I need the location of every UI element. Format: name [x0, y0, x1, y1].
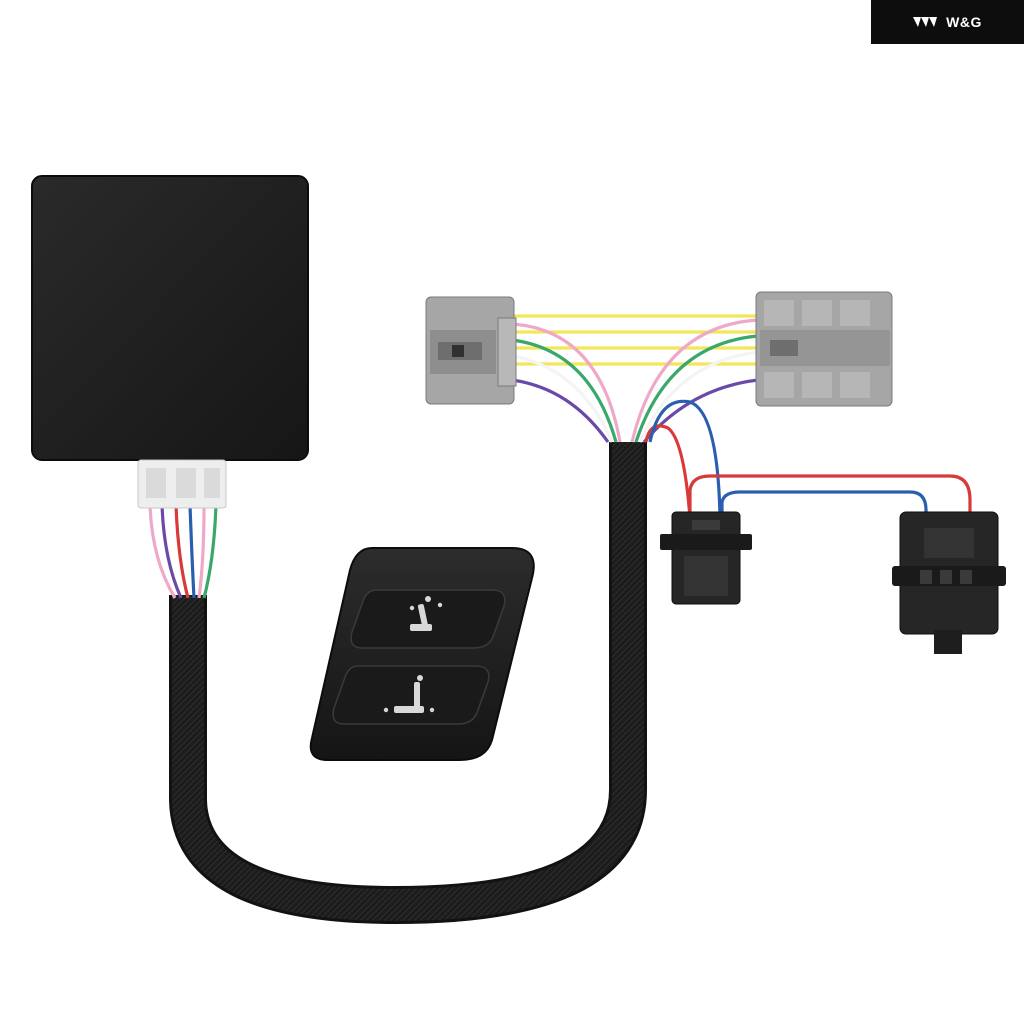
black-connector-large	[892, 511, 1006, 654]
seat-recline-icon	[409, 596, 443, 631]
module-connector	[137, 459, 227, 509]
braided-sleeve	[169, 442, 647, 925]
seat-slide-button[interactable]	[332, 665, 490, 725]
chevron-arrows-logo-icon	[913, 16, 939, 28]
grey-connector-female	[425, 296, 517, 405]
seat-recline-button[interactable]	[350, 589, 506, 649]
brand-badge: W&G	[871, 0, 1024, 44]
brand-name: W&G	[946, 14, 982, 30]
module-wires	[148, 504, 218, 599]
harness-wires	[511, 314, 972, 519]
seat-slide-icon	[383, 675, 435, 713]
control-module-icon	[31, 175, 309, 461]
seat-switch-panel	[309, 547, 535, 761]
black-connector-small	[660, 511, 752, 605]
grey-connector-male	[755, 291, 893, 407]
